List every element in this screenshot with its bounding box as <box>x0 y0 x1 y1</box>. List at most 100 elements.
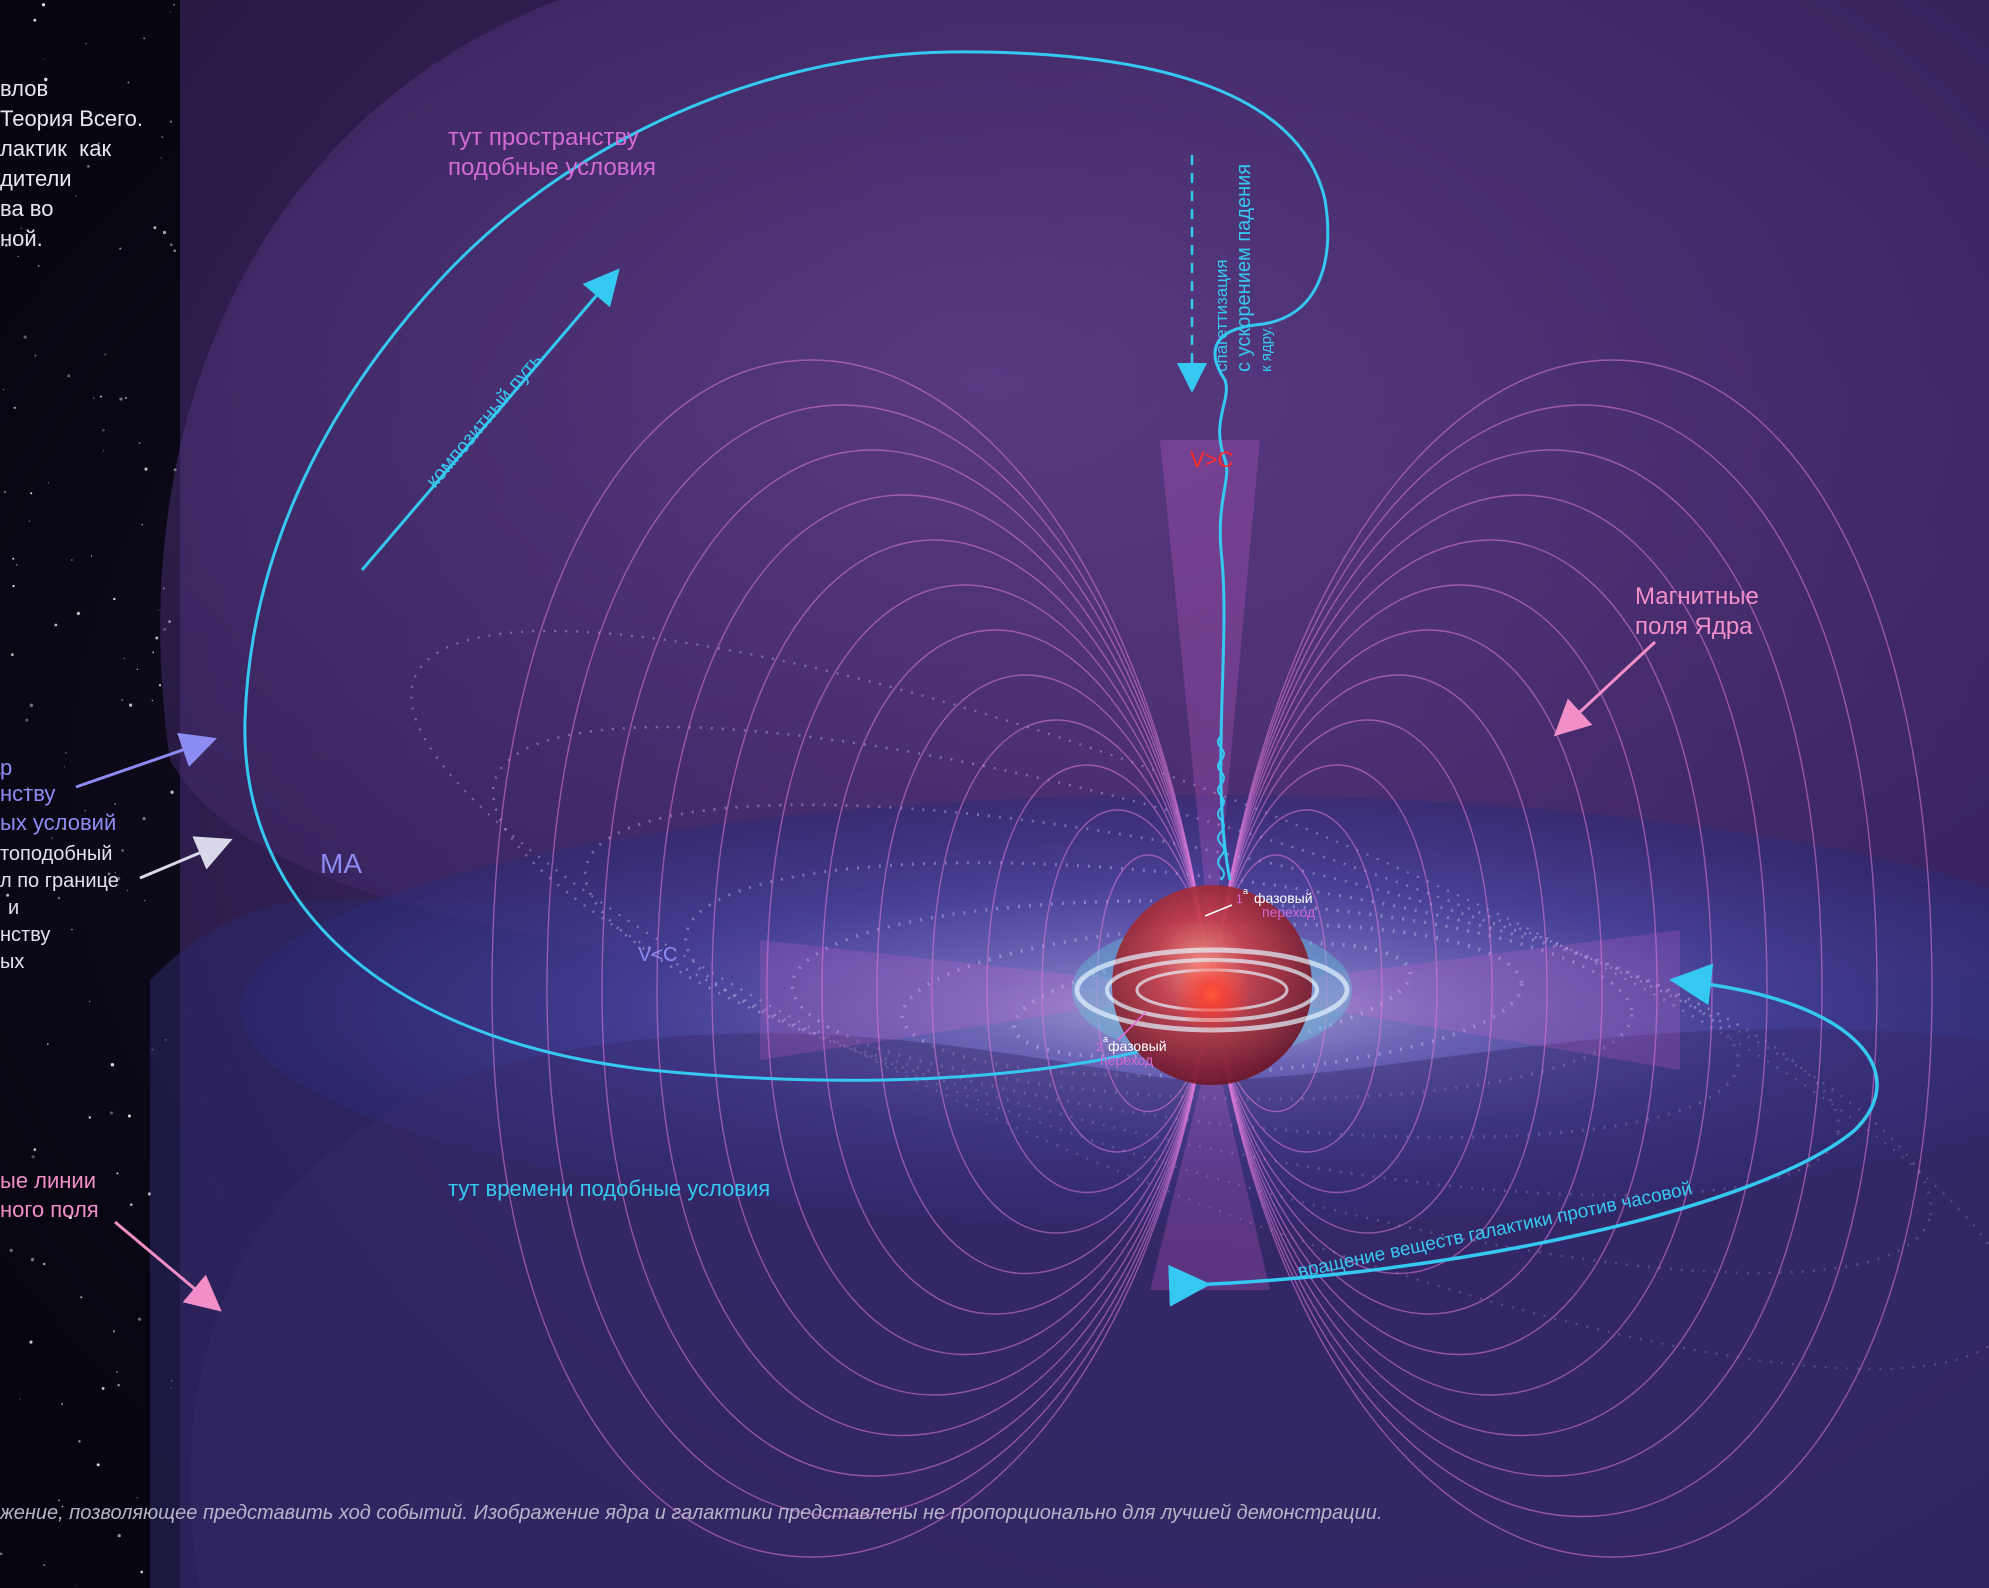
star <box>30 1257 35 1262</box>
spaghettification-wiggle <box>1217 735 1225 881</box>
star <box>28 520 30 522</box>
spaghettification-label-line-3: к ядру. <box>1258 326 1275 372</box>
star <box>142 817 146 821</box>
field-line <box>546 404 1213 991</box>
field-line <box>1211 764 1438 991</box>
field-line <box>1211 359 1933 991</box>
field-line <box>931 719 1213 991</box>
star <box>47 1043 49 1045</box>
star <box>43 1564 46 1567</box>
top-left-text-line-6: ной. <box>0 226 43 251</box>
star <box>173 3 175 6</box>
v-greater-c-label: V>C <box>1190 447 1234 472</box>
field-line <box>656 494 1213 991</box>
phase-2-number: 2 <box>1096 1040 1103 1054</box>
field-line <box>1211 494 1768 991</box>
field-lines-label-line-2: ного поля <box>0 1197 99 1222</box>
field-line <box>546 989 1213 1517</box>
star <box>20 227 22 230</box>
caption-part-1: жение, позволяющее представить ход событ… <box>0 1502 474 1524</box>
star <box>57 896 61 900</box>
left-boundary-label-line-3: и <box>8 897 20 919</box>
star <box>84 809 86 812</box>
field-line <box>1211 404 1878 991</box>
star <box>101 1387 105 1390</box>
star <box>141 524 143 526</box>
phase-1-superscript: а <box>1243 886 1249 896</box>
star <box>13 406 16 409</box>
star <box>99 395 102 398</box>
star <box>12 584 15 588</box>
left-space-label-line-1: р <box>0 755 13 780</box>
time-like-label: тут времени подобные условия <box>448 1176 771 1201</box>
left-space-label-line-3: ых условий <box>0 810 117 835</box>
star <box>136 668 138 671</box>
star <box>169 120 173 123</box>
star <box>144 467 148 471</box>
star <box>127 81 130 84</box>
star <box>34 354 37 357</box>
star <box>116 877 121 881</box>
field-line <box>1211 584 1658 991</box>
space-like-label-line-2: подобные условия <box>448 154 656 181</box>
star <box>107 872 111 876</box>
star <box>33 1148 37 1151</box>
phase-1-subword: переход <box>1262 904 1316 920</box>
star <box>113 597 116 601</box>
field-line <box>1211 539 1713 991</box>
space-like-arrow <box>75 732 218 789</box>
field-lines-label-line-1: ые линии <box>0 1168 97 1193</box>
star <box>31 1155 35 1159</box>
star <box>162 230 167 235</box>
field-line <box>656 989 1213 1436</box>
composite-path-arrow <box>360 268 620 571</box>
star <box>114 803 116 805</box>
space-like-label-line-1: тут пространству <box>448 124 639 151</box>
magnetic-fields-arrow <box>1553 640 1657 737</box>
top-left-text-line-5: ва во <box>0 196 54 221</box>
star <box>76 611 81 616</box>
star <box>58 1499 61 1502</box>
left-boundary-label-line-5: ых <box>0 951 25 973</box>
phase-1-number: 1 <box>1236 892 1243 906</box>
top-left-text-line-1: влов <box>0 76 49 101</box>
star <box>26 787 29 790</box>
star <box>0 1552 3 1556</box>
field-line <box>1211 629 1603 991</box>
star <box>151 699 153 702</box>
top-left-text-line-2: Теория Всего. <box>0 106 144 131</box>
phase-2-superscript: а <box>1103 1034 1109 1044</box>
star <box>155 636 159 640</box>
upper-lobe <box>160 0 1989 980</box>
star <box>143 37 146 40</box>
star <box>96 1463 100 1467</box>
star <box>41 3 46 7</box>
field-line <box>1211 449 1823 991</box>
top-left-text-line-4: дители <box>0 166 72 191</box>
star <box>71 928 73 931</box>
ma-label: МА <box>320 848 362 879</box>
star <box>127 1114 131 1118</box>
star <box>130 1203 133 1206</box>
star <box>115 1370 119 1373</box>
star <box>37 264 40 267</box>
star <box>67 374 71 378</box>
caption-part-2: Изображение ядра и галактики представлен… <box>473 1502 1383 1524</box>
star <box>89 1000 91 1002</box>
field-line <box>1211 719 1493 991</box>
star <box>173 249 176 253</box>
star <box>33 18 37 22</box>
left-space-label-line-2: нству <box>0 781 56 806</box>
star <box>104 353 107 356</box>
field-line <box>491 359 1213 991</box>
star <box>119 247 122 250</box>
star <box>12 557 15 560</box>
magnetic-fields-label-line-1: Магнитные <box>1635 583 1759 610</box>
phase-1-word: фазовый <box>1254 890 1313 906</box>
star <box>124 396 128 400</box>
star <box>9 1248 13 1253</box>
star <box>85 43 87 45</box>
star <box>160 157 162 159</box>
star <box>138 442 141 445</box>
rotation-arrow <box>1168 963 1879 1307</box>
